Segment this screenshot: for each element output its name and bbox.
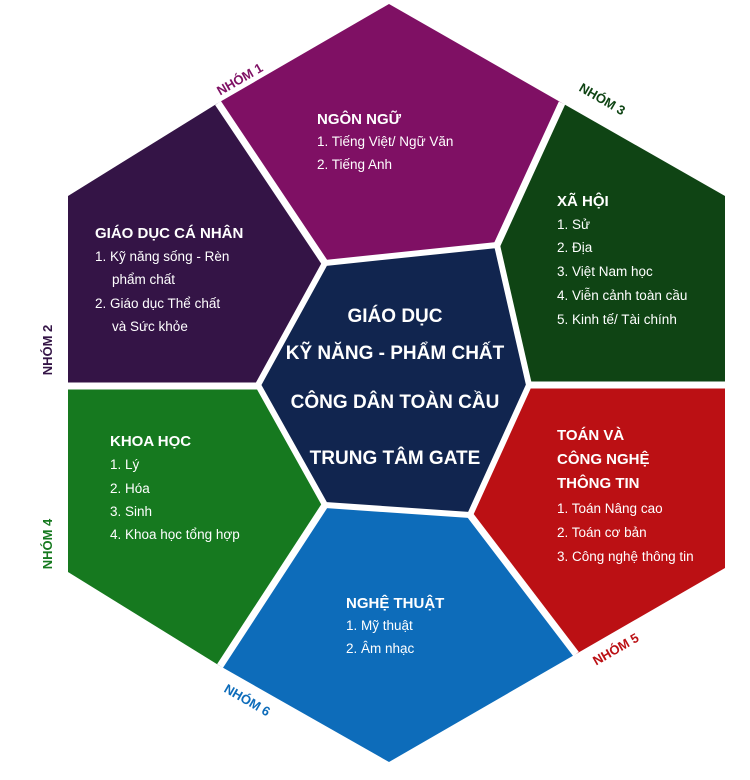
- segment-xa-hoi: [497, 103, 725, 382]
- ngon-ngu-item-2: 2. Tiếng Anh: [317, 157, 392, 172]
- xa-hoi-item-3: 3. Việt Nam học: [557, 264, 653, 279]
- center-hexagon: [255, 242, 532, 518]
- khoa-hoc-title: KHOA HỌC: [110, 433, 191, 450]
- ca-nhan-item-2: phẩm chất: [112, 272, 175, 287]
- xa-hoi-title: XÃ HỘI: [557, 192, 609, 210]
- khoa-hoc-item-2: 2. Hóa: [110, 481, 150, 496]
- center-line-4: TRUNG TÂM GATE: [310, 447, 481, 469]
- nghe-thuat-title: NGHỆ THUẬT: [346, 594, 444, 612]
- toan-title-3: THÔNG TIN: [557, 474, 640, 492]
- segment-dividers: [68, 101, 725, 668]
- ngon-ngu-title: NGÔN NGỮ: [317, 110, 402, 128]
- ca-nhan-item-1: 1. Kỹ năng sống - Rèn: [95, 249, 229, 264]
- segment-toan: [470, 388, 725, 654]
- khoa-hoc-item-1: 1. Lý: [110, 457, 140, 472]
- xa-hoi-item-4: 4. Viễn cảnh toàn cầu: [557, 288, 687, 303]
- center-line-3: CÔNG DÂN TOÀN CẦU: [291, 391, 500, 413]
- ca-nhan-item-4: và Sức khỏe: [112, 319, 188, 334]
- khoa-hoc-item-4: 4. Khoa học tổng hợp: [110, 527, 240, 542]
- group-label-2: NHÓM 2: [40, 325, 55, 376]
- toan-title-2: CÔNG NGHỆ: [557, 450, 650, 468]
- xa-hoi-item-1: 1. Sử: [557, 217, 590, 232]
- khoa-hoc-item-3: 3. Sinh: [110, 504, 152, 519]
- toan-title-1: TOÁN VÀ: [557, 427, 624, 444]
- toan-item-2: 2. Toán cơ bản: [557, 525, 647, 540]
- center-line-2: KỸ NĂNG - PHẨM CHẤT: [286, 342, 505, 364]
- xa-hoi-item-2: 2. Địa: [557, 240, 593, 255]
- group-label-3: NHÓM 3: [577, 80, 628, 118]
- segment-khoa-hoc: [68, 389, 325, 666]
- segment-nghe-thuat: [220, 505, 576, 762]
- toan-item-3: 3. Công nghệ thông tin: [557, 549, 694, 564]
- toan-item-1: 1. Toán Nâng cao: [557, 501, 663, 516]
- segment-ngon-ngu: [218, 4, 562, 263]
- group-label-4: NHÓM 4: [40, 518, 55, 569]
- xa-hoi-item-5: 5. Kinh tế/ Tài chính: [557, 312, 677, 327]
- ngon-ngu-item-1: 1. Tiếng Việt/ Ngữ Văn: [317, 134, 453, 149]
- ca-nhan-title: GIÁO DỤC CÁ NHÂN: [95, 224, 243, 242]
- nghe-thuat-item-2: 2. Âm nhạc: [346, 641, 415, 656]
- ca-nhan-item-3: 2. Giáo dục Thể chất: [95, 296, 220, 311]
- center-line-1: GIÁO DỤC: [348, 305, 443, 327]
- nghe-thuat-item-1: 1. Mỹ thuật: [346, 618, 413, 633]
